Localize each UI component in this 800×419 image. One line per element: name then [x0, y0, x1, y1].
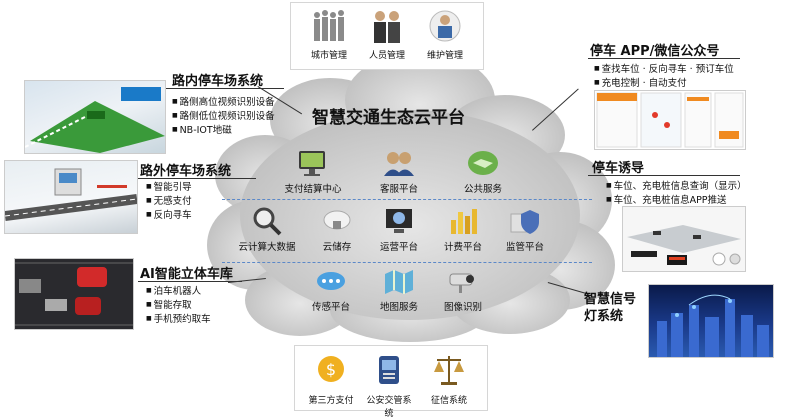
police-device-icon: [379, 356, 399, 384]
off-street-items: 智能引导 无感支付 反向寻车: [146, 180, 192, 222]
guide-underline: [588, 175, 740, 176]
crowd-icon: [314, 10, 344, 41]
ai-garage-title: AI智能立体车库: [140, 267, 233, 282]
signal-title-line1: 智慧信号: [584, 292, 637, 307]
monitor-cash-icon: [299, 151, 325, 176]
top-management-box: 城市管理 人员管理 维护管理: [290, 2, 484, 70]
signal-title-line2: 灯系统: [584, 309, 624, 324]
guidance-devices-image: [622, 206, 746, 272]
off-street-title: 路外停车场系统: [140, 164, 232, 179]
off-street-item: 无感支付: [146, 194, 192, 208]
map-icon: [385, 270, 413, 294]
cloud-title: 智慧交通生态云平台: [312, 108, 465, 128]
ai-garage-item: 泊车机器人: [146, 284, 211, 298]
service-billing[interactable]: 计费平台: [426, 206, 500, 253]
service-operations[interactable]: 运营平台: [362, 206, 436, 253]
bottom-item-traffic-police[interactable]: 公安交管系统: [363, 352, 415, 419]
scales-icon: [434, 356, 464, 385]
service-cloud-bigdata[interactable]: 云计算大数据: [230, 206, 304, 253]
support-agents-icon: [384, 152, 414, 176]
operations-monitor-icon: [386, 209, 412, 233]
service-cloud-storage[interactable]: 云储存: [300, 206, 374, 253]
off-street-parking-image: [4, 160, 138, 234]
divider-1: [222, 199, 592, 200]
ai-garage-underline: [138, 281, 242, 282]
top-item-staff[interactable]: 人员管理: [361, 7, 413, 61]
coin-icon: $: [318, 356, 344, 382]
camera-icon: [449, 273, 474, 293]
on-street-parking-image: [24, 80, 166, 154]
top-item-city[interactable]: 城市管理: [303, 7, 355, 61]
ai-garage-items: 泊车机器人 智能存取 手机预约取车: [146, 284, 211, 326]
divider-2: [222, 262, 592, 263]
sensor-cloud-icon: [317, 272, 345, 290]
magnifier-cloud-icon: [253, 207, 282, 236]
service-sensing[interactable]: 传感平台: [294, 266, 368, 313]
smart-city-night-image: [648, 284, 774, 358]
app-title: 停车 APP/微信公众号: [590, 44, 720, 59]
on-street-item: NB-IOT地磁: [172, 123, 275, 137]
ai-garage-item: 手机预约取车: [146, 312, 211, 326]
bottom-item-credit[interactable]: 征信系统: [423, 352, 475, 406]
on-street-item: 路侧高位视频识别设备: [172, 95, 275, 109]
service-image-recognition[interactable]: 图像识别: [426, 266, 500, 313]
service-map[interactable]: 地图服务: [362, 266, 436, 313]
off-street-item: 智能引导: [146, 180, 192, 194]
ai-garage-image: [14, 258, 134, 330]
guide-item: 车位、充电桩信息查询（显示）: [606, 179, 747, 193]
guide-items: 车位、充电桩信息查询（显示） 车位、充电桩信息APP推送: [606, 179, 747, 207]
service-payment-center[interactable]: 支付结算中心: [276, 148, 350, 195]
service-supervision[interactable]: 监管平台: [488, 206, 562, 253]
svg-text:$: $: [326, 360, 336, 379]
on-street-title: 路内停车场系统: [172, 74, 264, 89]
off-street-underline: [138, 178, 256, 179]
on-street-items: 路侧高位视频识别设备 路侧低位视频识别设备 NB-IOT地磁: [172, 95, 275, 137]
guide-item: 车位、充电桩信息APP推送: [606, 193, 747, 207]
app-item: 充电控制 · 自动支付: [594, 76, 734, 90]
bottom-systems-box: $ 第三方支付 公安交管系统 征信系统: [294, 345, 488, 419]
maintenance-icon: [429, 10, 461, 42]
app-item: 查找车位 · 反向寻车 · 预订车位: [594, 62, 734, 76]
service-public[interactable]: 公共服务: [446, 148, 520, 195]
off-street-item: 反向寻车: [146, 208, 192, 222]
on-street-underline: [166, 88, 284, 89]
app-items: 查找车位 · 反向寻车 · 预订车位 充电控制 · 自动支付: [594, 62, 734, 90]
app-underline: [588, 58, 740, 59]
staff-icon: [374, 11, 400, 43]
bar-chart-icon: [451, 209, 477, 234]
ai-garage-item: 智能存取: [146, 298, 211, 312]
on-street-item: 路侧低位视频识别设备: [172, 109, 275, 123]
app-screenshots-image: [594, 90, 746, 150]
service-customer-support[interactable]: 客服平台: [362, 148, 436, 195]
handshake-icon: [468, 151, 498, 175]
shield-icon: [510, 210, 539, 234]
bottom-item-third-party-pay[interactable]: $ 第三方支付: [305, 352, 357, 406]
cloud-lock-icon: [323, 210, 351, 230]
guide-title: 停车诱导: [592, 161, 645, 176]
top-item-maintenance[interactable]: 维护管理: [419, 7, 471, 61]
